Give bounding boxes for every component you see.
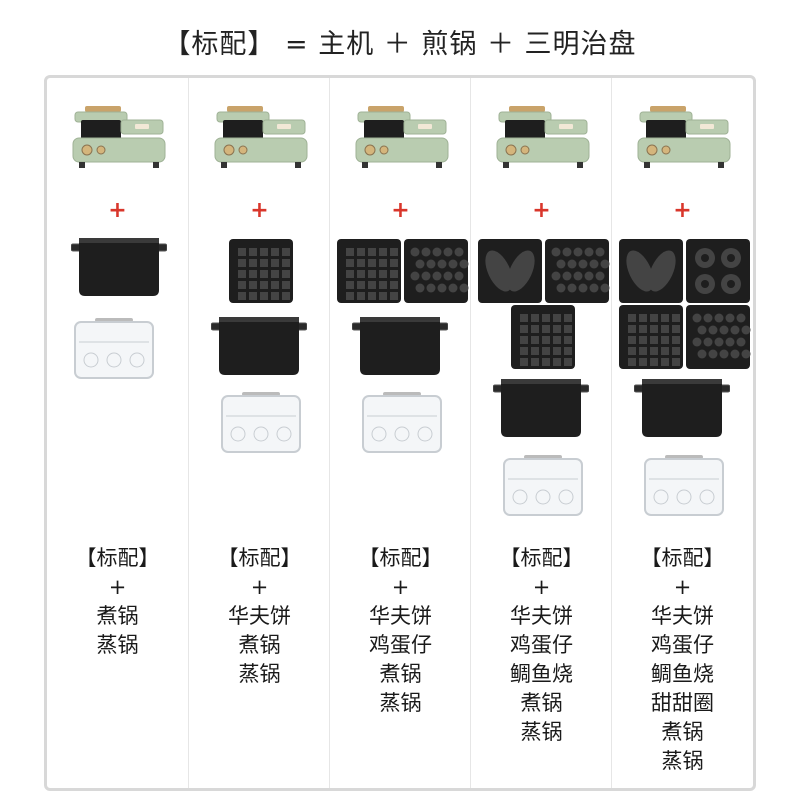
- steamer-image: [359, 390, 445, 460]
- plus-mark: +: [532, 198, 551, 223]
- comparison-frame: + 【标配】 + 煮锅 蒸锅 +: [44, 75, 756, 791]
- waffle-plate-image: [336, 238, 402, 308]
- egg-plate-image: [403, 238, 469, 308]
- plus-mark: +: [108, 198, 127, 223]
- package-column-3[interactable]: + 【标配】 + 华夫饼 鸡蛋仔 煮锅 蒸锅: [329, 78, 470, 788]
- package-column-4[interactable]: + 【标配】 + 华夫饼 鸡蛋仔 鲷鱼烧 煮锅 蒸锅: [470, 78, 611, 788]
- plus-mark: +: [250, 198, 269, 223]
- package-label: 【标配】 + 华夫饼 鸡蛋仔 煮锅 蒸锅: [358, 546, 443, 715]
- boil-pot-image: [351, 311, 449, 381]
- machine-image: [213, 102, 309, 178]
- boil-pot-image: [492, 373, 590, 443]
- package-label: 【标配】 + 煮锅 蒸锅: [75, 546, 160, 657]
- machine-image: [636, 102, 732, 178]
- machine-image: [354, 102, 450, 178]
- fish-plate-image: [477, 238, 543, 308]
- steamer-image: [500, 453, 586, 523]
- package-label: 【标配】 + 华夫饼 鸡蛋仔 鲷鱼烧 煮锅 蒸锅: [499, 546, 584, 744]
- fish-plate-image: [618, 238, 684, 308]
- machine-image: [71, 102, 167, 178]
- steamer-image: [641, 453, 727, 523]
- plus-mark: +: [391, 198, 410, 223]
- package-column-1[interactable]: + 【标配】 + 煮锅 蒸锅: [47, 78, 188, 788]
- donut-plate-image: [685, 238, 751, 308]
- egg-plate-image: [544, 238, 610, 308]
- page-title: 【标配】 = 主机 ＋ 煎锅 ＋ 三明治盘: [163, 29, 637, 60]
- waffle-plate-image: [618, 304, 684, 374]
- machine-image: [495, 102, 591, 178]
- waffle-plate-image: [228, 238, 294, 308]
- steamer-image: [218, 390, 304, 460]
- package-column-5[interactable]: + 【标配】 + 华夫饼 鸡蛋仔 鲷鱼烧 甜甜圈 煮锅 蒸锅: [611, 78, 752, 788]
- package-column-2[interactable]: + 【标配】 + 华夫饼 煮锅 蒸锅: [188, 78, 329, 788]
- package-label: 【标配】 + 华夫饼 鸡蛋仔 鲷鱼烧 甜甜圈 煮锅 蒸锅: [640, 546, 725, 773]
- boil-pot-image: [210, 311, 308, 381]
- steamer-image: [71, 316, 157, 386]
- boil-pot-image: [70, 232, 168, 302]
- plus-mark: +: [673, 198, 692, 223]
- boil-pot-image: [633, 373, 731, 443]
- egg-plate-image: [685, 304, 751, 374]
- waffle-plate-image: [510, 304, 576, 374]
- package-label: 【标配】 + 华夫饼 煮锅 蒸锅: [217, 546, 302, 686]
